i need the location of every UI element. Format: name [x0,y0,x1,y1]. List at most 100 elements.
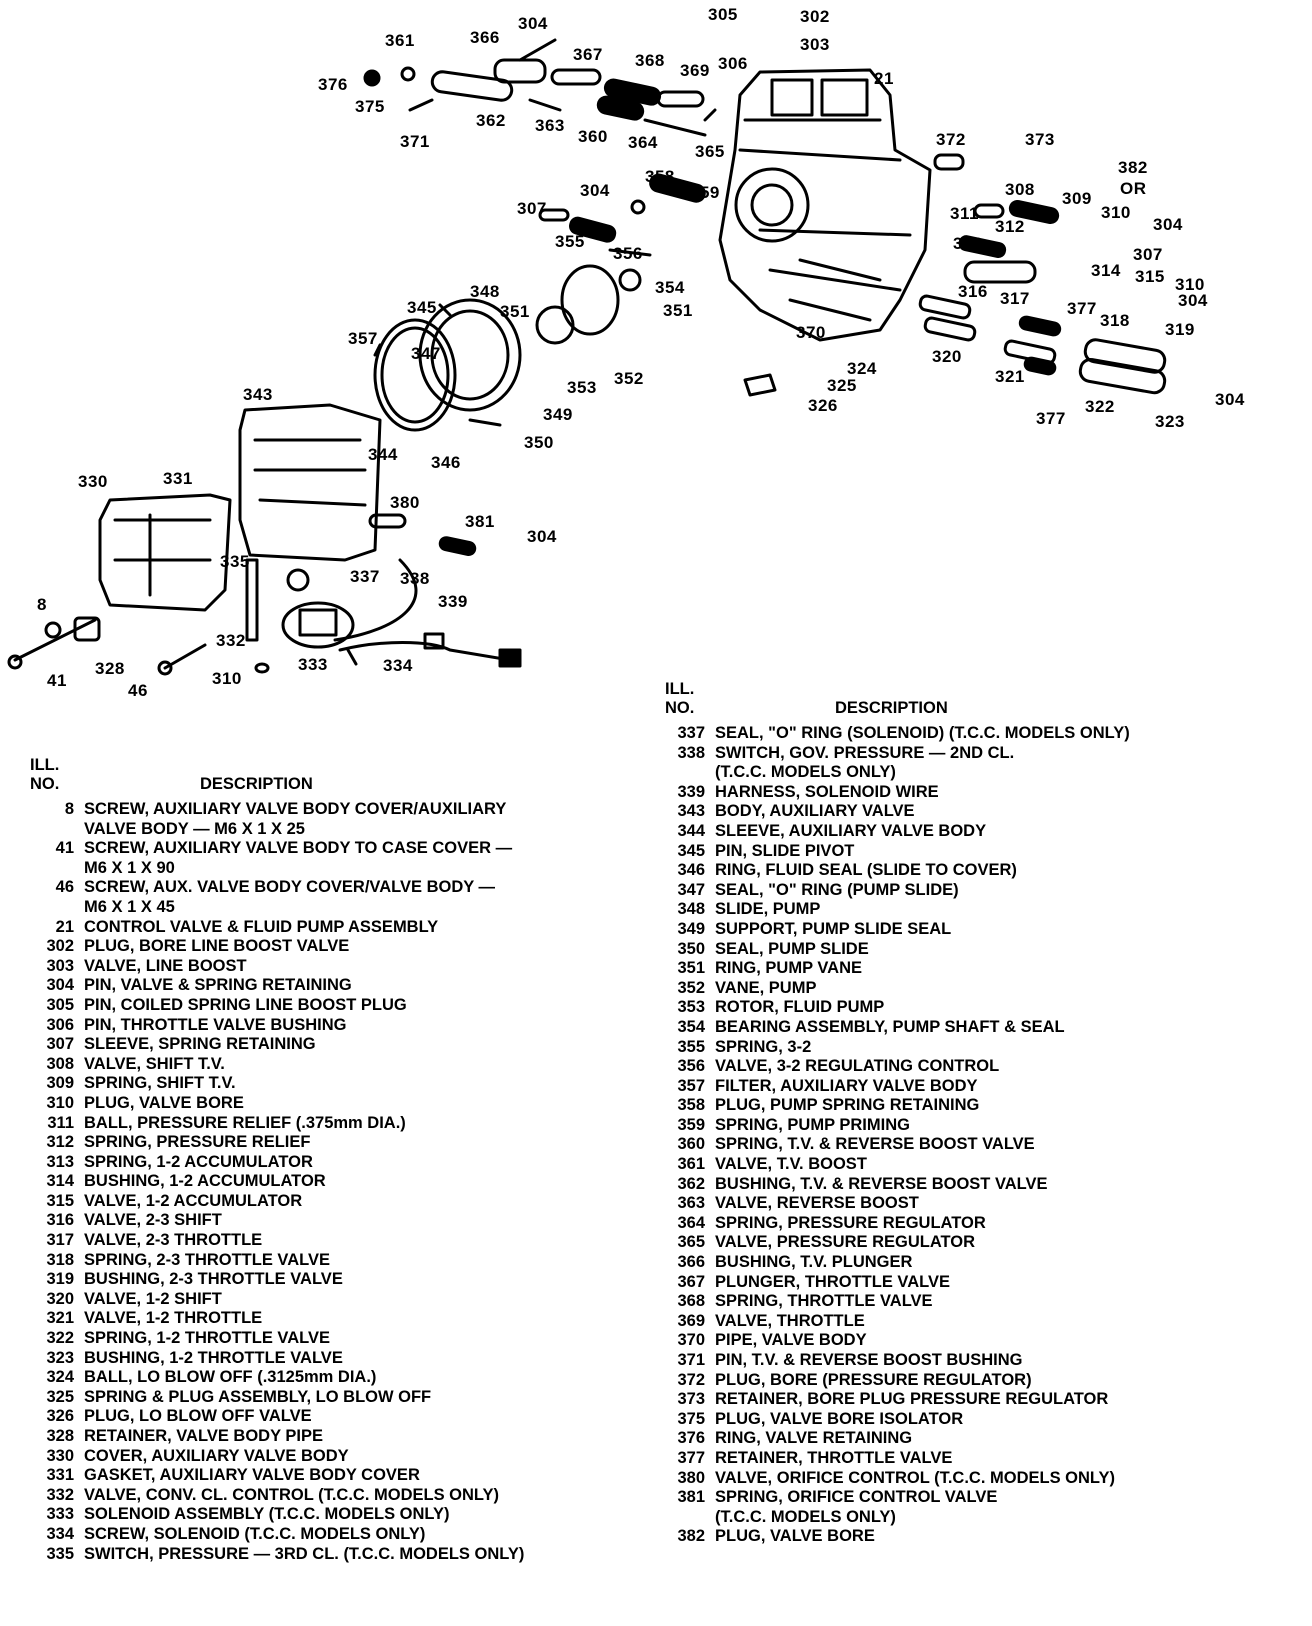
part-number: 346 [677,861,705,880]
part-number: 304 [46,976,74,995]
part-description: (T.C.C. MODELS ONLY) [715,763,896,782]
ill-header: ILL. [665,680,695,698]
part-number [30,898,74,918]
part-number: 324 [46,1368,74,1387]
part-description: RETAINER, VALVE BODY PIPE [84,1427,323,1445]
part-description: PIN, VALVE & SPRING RETAINING [84,976,352,995]
part-description: PLUG, PUMP SPRING RETAINING [715,1096,980,1115]
part-description: BUSHING, 1-2 ACCUMULATOR [84,1172,326,1191]
part-number: 376 [677,1429,705,1448]
part-description: SEAL, PUMP SLIDE [715,939,869,958]
part-description: VALVE, 1-2 SHIFT [84,1289,222,1308]
part-number: 350 [677,939,705,958]
part-row: 330 COVER, AUXILIARY VALVE BODY [30,1447,524,1467]
part-number: 348 [677,900,705,919]
callout-label: 307 [517,199,547,218]
callout-label: 354 [655,278,685,297]
callout-label: 381 [465,512,495,531]
part-number: 351 [677,959,705,978]
part-description: SOLENOID ASSEMBLY (T.C.C. MODELS ONLY) [84,1505,450,1524]
callout-label: 377 [1036,409,1066,428]
part-number: 311 [47,1113,74,1132]
part-number: 377 [677,1448,705,1467]
part-number: 357 [677,1076,705,1095]
callout-label: 310 [1175,275,1205,294]
callout-label: 324 [847,359,877,378]
part-description: BUSHING, 1-2 THROTTLE VALVE [84,1348,343,1367]
part-description: SCREW, AUXILIARY VALVE BODY TO CASE COVE… [84,839,513,858]
part-description: PIPE, VALVE BODY [715,1331,867,1350]
no-header: NO. [665,699,695,717]
part-number: 328 [46,1427,74,1445]
callout-label: 326 [808,396,838,415]
callout-label: 373 [1025,130,1055,149]
part-description: RING, FLUID SEAL (SLIDE TO COVER) [715,861,1017,880]
part-description: COVER, AUXILIARY VALVE BODY [84,1446,349,1465]
callout-label: 314 [1091,261,1121,280]
part-description: BALL, LO BLOW OFF (.3125mm DIA.) [84,1368,377,1387]
part-description: (T.C.C. MODELS ONLY) [715,1507,896,1526]
part-description: SPRING, THROTTLE VALVE [715,1292,933,1311]
callout-label: 353 [567,378,597,397]
callout-label: 315 [1135,267,1165,286]
part-number: 360 [677,1135,705,1154]
part-description: PLUG, BORE (PRESSURE REGULATOR) [715,1370,1032,1389]
callout-label: 370 [796,323,826,342]
part-row-continuation: M6 X 1 X 45 [30,898,524,918]
callout-label: 316 [958,282,988,301]
no-header: NO. [30,775,60,793]
part-number: 373 [677,1390,705,1409]
part-description: SCREW, AUX. VALVE BODY COVER/VALVE BODY … [84,878,496,897]
part-description: RING, VALVE RETAINING [715,1429,913,1448]
part-number: 352 [677,978,705,997]
part-number: 337 [677,724,705,742]
callout-label: 8 [37,595,47,614]
part-number: 347 [677,880,705,899]
callout-label: 365 [695,142,725,161]
callout-label: 304 [527,527,557,546]
part-number: 363 [677,1194,705,1213]
part-description: FILTER, AUXILIARY VALVE BODY [715,1076,978,1095]
part-number: 307 [46,1035,74,1054]
control-valve-body-drawing [718,68,932,342]
part-number: 305 [46,995,74,1014]
part-description: VALVE, 2-3 THROTTLE [84,1231,263,1250]
parts-list-header: ILL. NO. DESCRIPTION [665,680,1130,724]
part-number: 362 [677,1174,705,1193]
callout-label: 376 [318,75,348,94]
description-header: DESCRIPTION [200,775,313,793]
part-description: RETAINER, BORE PLUG PRESSURE REGULATOR [715,1390,1109,1409]
callout-label: 347 [411,344,441,363]
part-description: SLIDE, PUMP [715,900,821,919]
part-number: 381 [677,1488,705,1507]
part-description: PLUG, VALVE BORE ISOLATOR [715,1409,964,1428]
part-description: GASKET, AUXILIARY VALVE BODY COVER [84,1466,420,1485]
part-number: 46 [55,878,74,897]
callout-label: 339 [438,592,468,611]
part-number: 366 [677,1253,705,1272]
callout-label: 332 [216,631,246,650]
part-description: M6 X 1 X 90 [84,858,175,877]
part-number: 330 [46,1446,74,1465]
callout-label: 317 [1000,289,1030,308]
part-description: BODY, AUXILIARY VALVE [715,802,915,821]
